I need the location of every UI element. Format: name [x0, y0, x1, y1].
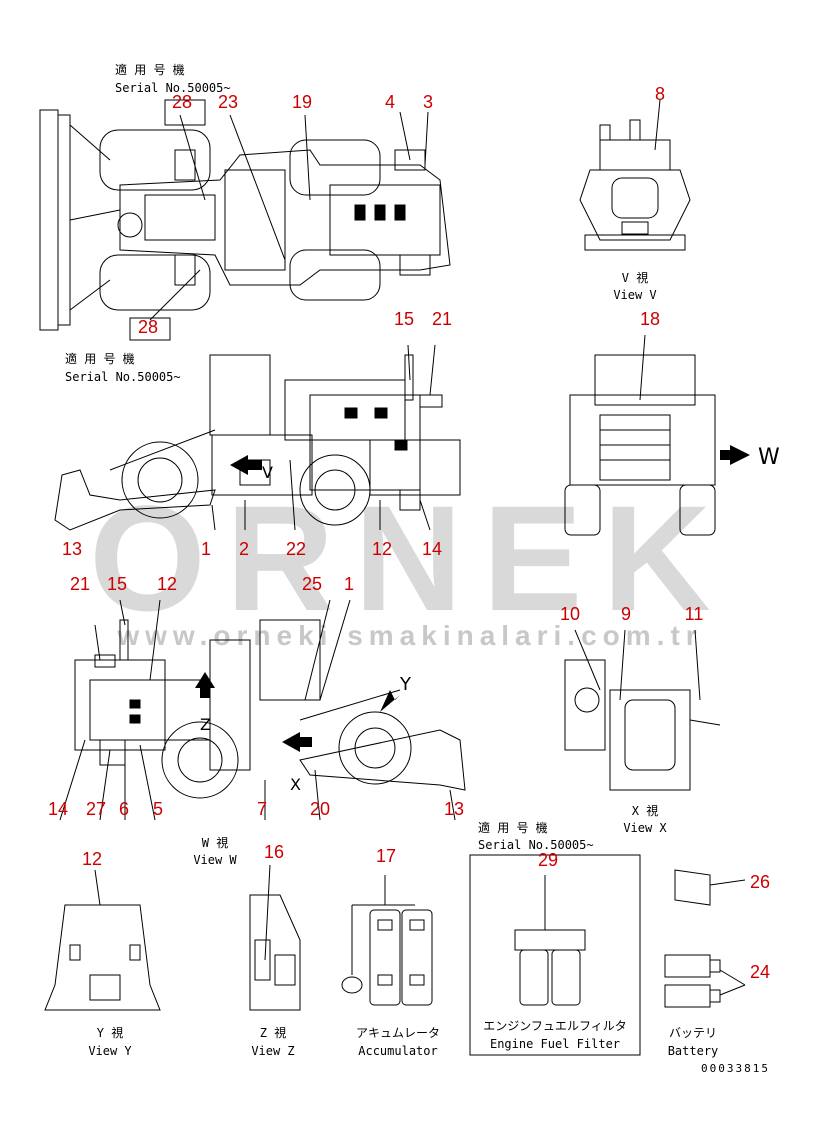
- battery-jp: バッテリ: [669, 1026, 717, 1040]
- view-w-jp: W 視: [202, 835, 228, 850]
- drawing-number: 00033815: [701, 1062, 770, 1075]
- callout-6: 6: [119, 799, 129, 819]
- view-x-drawing: [564, 629, 721, 791]
- callout-8: 8: [655, 84, 665, 104]
- accumulator-jp: アキュムレータ: [356, 1026, 440, 1040]
- callout-14b: 14: [48, 799, 68, 819]
- tag-drawing: [674, 869, 746, 906]
- callout-22: 22: [286, 539, 306, 559]
- callout-21b: 21: [70, 574, 90, 594]
- battery-drawing: [664, 954, 746, 1008]
- serial-en-filter: Serial No.50005~: [478, 838, 594, 852]
- letter-z: Z: [200, 715, 211, 734]
- callout-2: 2: [239, 539, 249, 559]
- callout-26: 26: [750, 872, 770, 892]
- view-z-jp: Z 視: [260, 1025, 286, 1040]
- callout-14a: 14: [422, 539, 442, 559]
- callout-9: 9: [621, 604, 631, 624]
- view-v-jp: V 視: [622, 270, 648, 285]
- callout-13a: 13: [62, 539, 82, 559]
- callout-25: 25: [302, 574, 322, 594]
- watermark-logo: ORNEK: [89, 474, 731, 642]
- fuel-filter-en: Engine Fuel Filter: [490, 1037, 620, 1051]
- callout-15b: 15: [107, 574, 127, 594]
- callout-15a: 15: [394, 309, 414, 329]
- callout-12b: 12: [157, 574, 177, 594]
- callout-29: 29: [538, 850, 558, 870]
- callout-28a: 28: [172, 92, 192, 112]
- callout-16: 16: [264, 842, 284, 862]
- view-z-drawing: [249, 864, 301, 1011]
- accumulator-drawing: [341, 875, 433, 1006]
- callout-10: 10: [560, 604, 580, 624]
- accumulator-en: Accumulator: [358, 1044, 437, 1058]
- serial-en-mid: Serial No.50005~: [65, 370, 181, 384]
- callout-18: 18: [640, 309, 660, 329]
- view-y-jp: Y 視: [97, 1025, 123, 1040]
- view-z-en: View Z: [251, 1044, 294, 1058]
- view-letters: W V Y X Z: [200, 445, 780, 794]
- view-x-jp: X 視: [632, 803, 658, 818]
- callout-12a: 12: [372, 539, 392, 559]
- callout-1a: 1: [201, 539, 211, 559]
- letter-v: V: [262, 463, 273, 482]
- letter-x: X: [290, 775, 301, 794]
- callout-20: 20: [310, 799, 330, 819]
- view-v-en: View V: [613, 288, 656, 302]
- callout-13b: 13: [444, 799, 464, 819]
- callout-19: 19: [292, 92, 312, 112]
- callout-3: 3: [423, 92, 433, 112]
- view-x-en: View X: [623, 821, 667, 835]
- side-view-right: [59, 599, 466, 821]
- view-y-drawing: [44, 869, 161, 1011]
- watermark: ORNEK www.orneki smakinalari.com.tr: [89, 474, 731, 651]
- arrows-side-right: [195, 672, 400, 752]
- rear-view-w: [564, 334, 716, 536]
- battery-en: Battery: [668, 1044, 719, 1058]
- serial-jp-top: 適 用 号 機: [115, 62, 185, 77]
- fuel-filter-drawing: [469, 854, 641, 1056]
- watermark-url: www.orneki smakinalari.com.tr: [116, 620, 702, 651]
- letter-w: W: [758, 445, 780, 470]
- callout-27: 27: [86, 799, 106, 819]
- view-y-en: View Y: [88, 1044, 132, 1058]
- letter-y: Y: [399, 674, 412, 695]
- callout-28b: 28: [138, 317, 158, 337]
- arrows-side-left: [230, 445, 750, 475]
- callout-1b: 1: [344, 574, 354, 594]
- callout-7: 7: [257, 799, 267, 819]
- callouts: 28 23 19 4 3 8 28 15 21 18 13 1 2 22 12 …: [48, 84, 770, 982]
- callout-11: 11: [685, 604, 704, 624]
- callout-17: 17: [376, 846, 396, 866]
- view-v-drawing: [579, 99, 691, 251]
- callout-24: 24: [750, 962, 770, 982]
- serial-jp-mid: 適 用 号 機: [65, 351, 135, 366]
- serial-jp-filter: 適 用 号 機: [478, 820, 548, 835]
- callout-21a: 21: [432, 309, 452, 329]
- serial-en-top: Serial No.50005~: [115, 81, 231, 95]
- top-plan-view: [39, 99, 451, 341]
- callout-23: 23: [218, 92, 238, 112]
- fuel-filter-jp: エンジンフュエルフィルタ: [483, 1019, 626, 1033]
- callout-12c: 12: [82, 849, 102, 869]
- view-w-en: View W: [193, 853, 237, 867]
- callout-4: 4: [385, 92, 395, 112]
- side-view-left: [54, 344, 461, 531]
- black-labels: 適 用 号 機 Serial No.50005~ 適 用 号 機 Serial …: [65, 62, 770, 1075]
- callout-5: 5: [153, 799, 163, 819]
